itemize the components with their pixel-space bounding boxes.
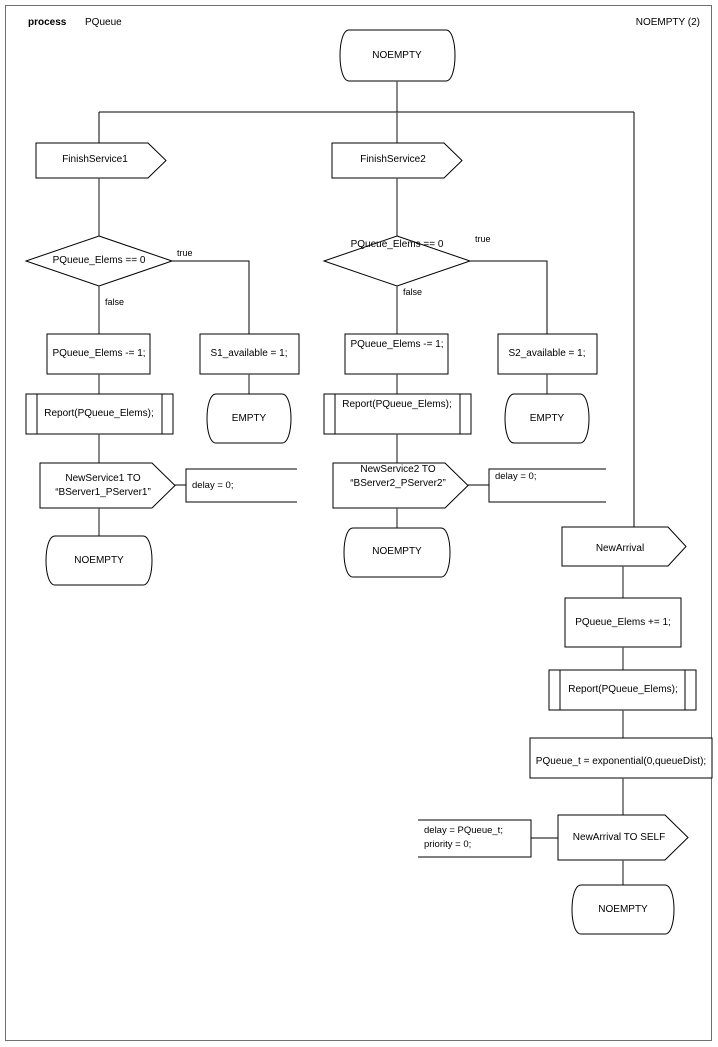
connector-decision2-true (470, 260, 548, 334)
comment-delay-priority (418, 819, 532, 858)
input-signal-finishservice1[interactable] (35, 142, 167, 179)
task-s1-available[interactable] (199, 333, 300, 375)
procedure-call-report-3[interactable] (548, 669, 697, 711)
procedure-call-2-label: Report(PQueue_Elems); (342, 399, 452, 410)
comment-3-text-line1: delay = PQueue_t; (424, 825, 503, 836)
output-3-label: NewArrival TO SELF (572, 832, 666, 843)
comment-2-text: delay = 0; (495, 471, 537, 482)
state-2-label: NOEMPTY (372, 546, 422, 557)
task-pqueue-elems-increment[interactable] (564, 597, 682, 648)
state-empty-2-label: EMPTY (529, 413, 565, 424)
procedure-call-1-label: Report(PQueue_Elems); (44, 408, 154, 419)
state-empty-branch1[interactable] (206, 393, 292, 444)
state-3-label: NOEMPTY (598, 904, 648, 915)
task-exponential-label: PQueue_t = exponential(0,queueDist); (535, 756, 707, 767)
comment-delay-zero-2 (488, 468, 606, 503)
procedure-call-report-2[interactable] (323, 393, 472, 435)
task-s2-available[interactable] (497, 333, 598, 375)
decision-2-label: PQueue_Elems == 0 (350, 239, 444, 250)
comment-1-text: delay = 0; (192, 480, 234, 491)
task-2-label: PQueue_Elems -= 1; (350, 339, 444, 350)
task-s1-available-label: S1_available = 1; (210, 348, 288, 359)
input-signal-finishservice1-label: FinishService1 (62, 154, 128, 165)
procedure-call-3-label: Report(PQueue_Elems); (568, 684, 678, 695)
header-keyword: process (28, 17, 67, 28)
state-noempty-branch2[interactable] (343, 527, 451, 578)
output-1-label-line1: NewService1 TO (65, 473, 141, 484)
input-signal-newarrival[interactable] (561, 526, 687, 567)
output-2-label-line1: NewService2 TO (360, 464, 436, 475)
state-1-label: NOEMPTY (74, 555, 124, 566)
output-2-label-line2: “BServer2_PServer2” (350, 478, 446, 489)
output-signal-newservice1[interactable] (39, 462, 176, 509)
state-empty-branch2[interactable] (504, 393, 590, 444)
header-process-name: PQueue (85, 17, 122, 28)
state-empty-1-label: EMPTY (231, 413, 267, 424)
state-noempty-branch3[interactable] (571, 884, 675, 935)
state-noempty-start-label: NOEMPTY (372, 50, 422, 61)
state-noempty-branch1[interactable] (45, 535, 153, 586)
output-signal-newservice2[interactable] (332, 462, 469, 509)
comment-delay-zero-1 (185, 468, 297, 503)
output-1-label-line2: “BServer1_PServer1” (55, 487, 151, 498)
input-signal-newarrival-label: NewArrival (595, 543, 645, 554)
task-pqueue-elems-decrement-2[interactable] (344, 333, 449, 375)
decision-1-false-label: false (105, 297, 125, 307)
connector-decision1-true (172, 260, 250, 334)
decision-2-true-label: true (475, 234, 491, 244)
decision-1-true-label: true (177, 248, 193, 258)
page-border-frame (5, 5, 712, 1041)
comment-3-text-line2: priority = 0; (424, 839, 472, 850)
task-pqueue-t-exponential[interactable] (529, 737, 713, 779)
task-increment-label: PQueue_Elems += 1; (575, 617, 671, 628)
task-1-label: PQueue_Elems -= 1; (52, 348, 146, 359)
output-signal-newarrival-to-self[interactable] (557, 814, 689, 861)
task-s2-available-label: S2_available = 1; (508, 348, 586, 359)
input-signal-finishservice2-label: FinishService2 (360, 154, 426, 165)
decision-2-false-label: false (403, 287, 423, 297)
input-signal-finishservice2[interactable] (331, 142, 463, 179)
decision-1-label: PQueue_Elems == 0 (52, 255, 146, 266)
state-noempty-start[interactable] (339, 29, 456, 82)
header-page-label: NOEMPTY (2) (635, 17, 700, 28)
task-pqueue-elems-decrement-1[interactable] (46, 333, 151, 375)
